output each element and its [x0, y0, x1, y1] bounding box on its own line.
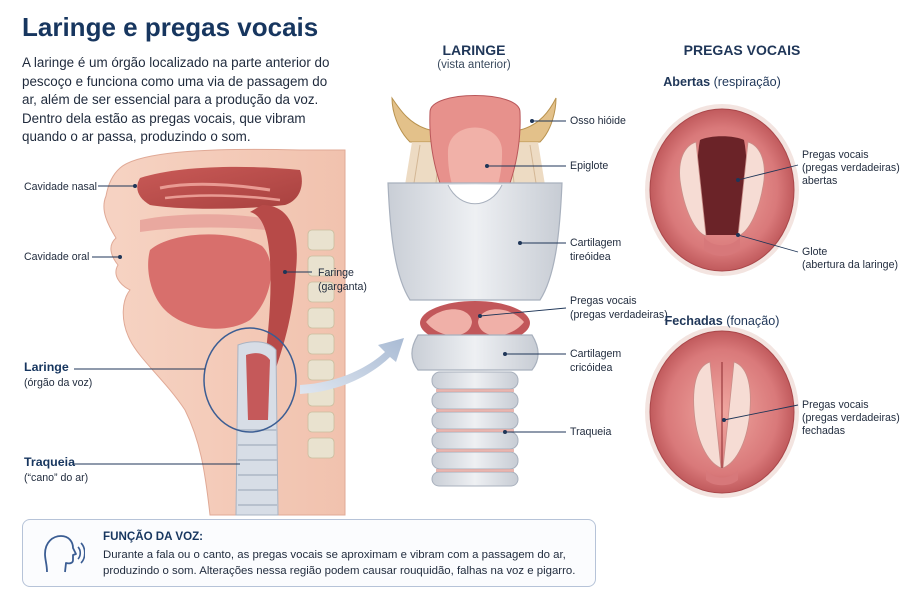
closed-state-heading: Fechadas (fonação): [664, 314, 780, 328]
label-cricoid-line2: cricóidea: [570, 362, 613, 374]
page-title: Laringe e pregas vocais: [22, 12, 319, 42]
label-closed-folds-line2: (pregas verdadeiras): [802, 412, 900, 424]
label-nasal-cavity: Cavidade nasal: [24, 181, 98, 193]
callout-text: Durante a fala ou o canto, as pregas voc…: [103, 549, 576, 577]
label-epiglottis: Epiglote: [570, 160, 609, 172]
callout-title: FUNÇÃO DA VOZ:: [103, 530, 204, 543]
label-pharynx-line1: Faringe: [318, 267, 354, 279]
larynx-view-title: LARINGE: [442, 42, 506, 58]
label-vocal-folds-line2: (pregas verdadeiras): [570, 309, 668, 321]
label-vocal-folds-line1: Pregas vocais: [570, 295, 637, 307]
label-larynx-trachea: Traqueia: [570, 426, 612, 438]
vocal-folds-title: PREGAS VOCAIS: [683, 42, 801, 58]
label-trachea-sub: (“cano” do ar): [24, 472, 89, 484]
label-larynx: Laringe: [24, 360, 69, 374]
label-trachea: Traqueia: [24, 455, 75, 469]
label-open-folds-line2: (pregas verdadeiras): [802, 162, 900, 174]
label-thyroid-line2: tireóidea: [570, 251, 611, 263]
label-oral-cavity: Cavidade oral: [24, 251, 90, 263]
voice-function-callout: FUNÇÃO DA VOZ: Durante a fala ou o canto…: [22, 519, 596, 587]
larynx-view-subtitle: (vista anterior): [437, 59, 511, 71]
speaking-head-icon: [44, 535, 85, 573]
label-pharynx-line2: (garganta): [318, 281, 367, 293]
label-closed-folds-line3: fechadas: [802, 425, 845, 437]
label-open-folds-line1: Pregas vocais: [802, 149, 869, 161]
label-open-folds-line3: abertas: [802, 175, 838, 187]
label-glottis-line1: Glote: [802, 246, 828, 258]
label-thyroid-line1: Cartilagem: [570, 237, 622, 249]
label-closed-folds-line1: Pregas vocais: [802, 399, 869, 411]
open-state-heading: Abertas (respiração): [663, 75, 781, 89]
intro-paragraph: A laringe é um órgão localizado na parte…: [22, 55, 330, 145]
label-cricoid-line1: Cartilagem: [570, 348, 622, 360]
label-hyoid: Osso hióide: [570, 115, 626, 127]
label-glottis-line2: (abertura da laringe): [802, 259, 898, 271]
label-larynx-sub: (órgão da voz): [24, 377, 93, 389]
